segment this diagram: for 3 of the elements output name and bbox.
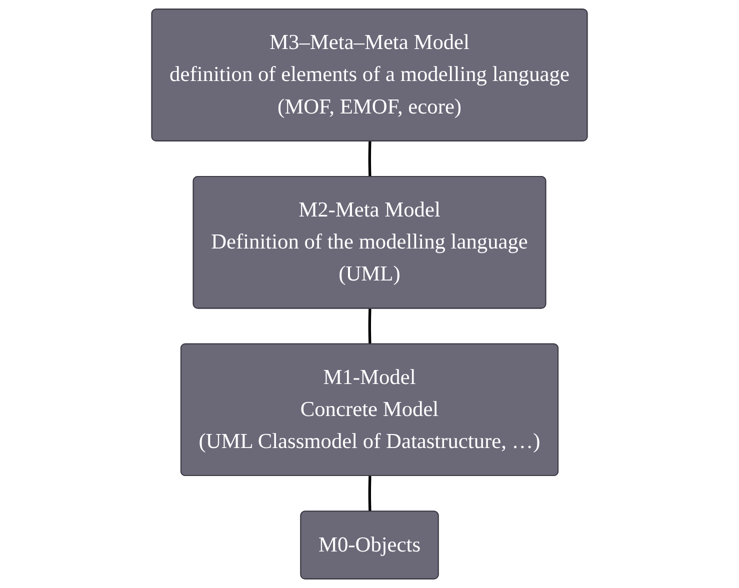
connector (368, 476, 372, 512)
connector (368, 141, 372, 177)
connector (368, 308, 372, 344)
